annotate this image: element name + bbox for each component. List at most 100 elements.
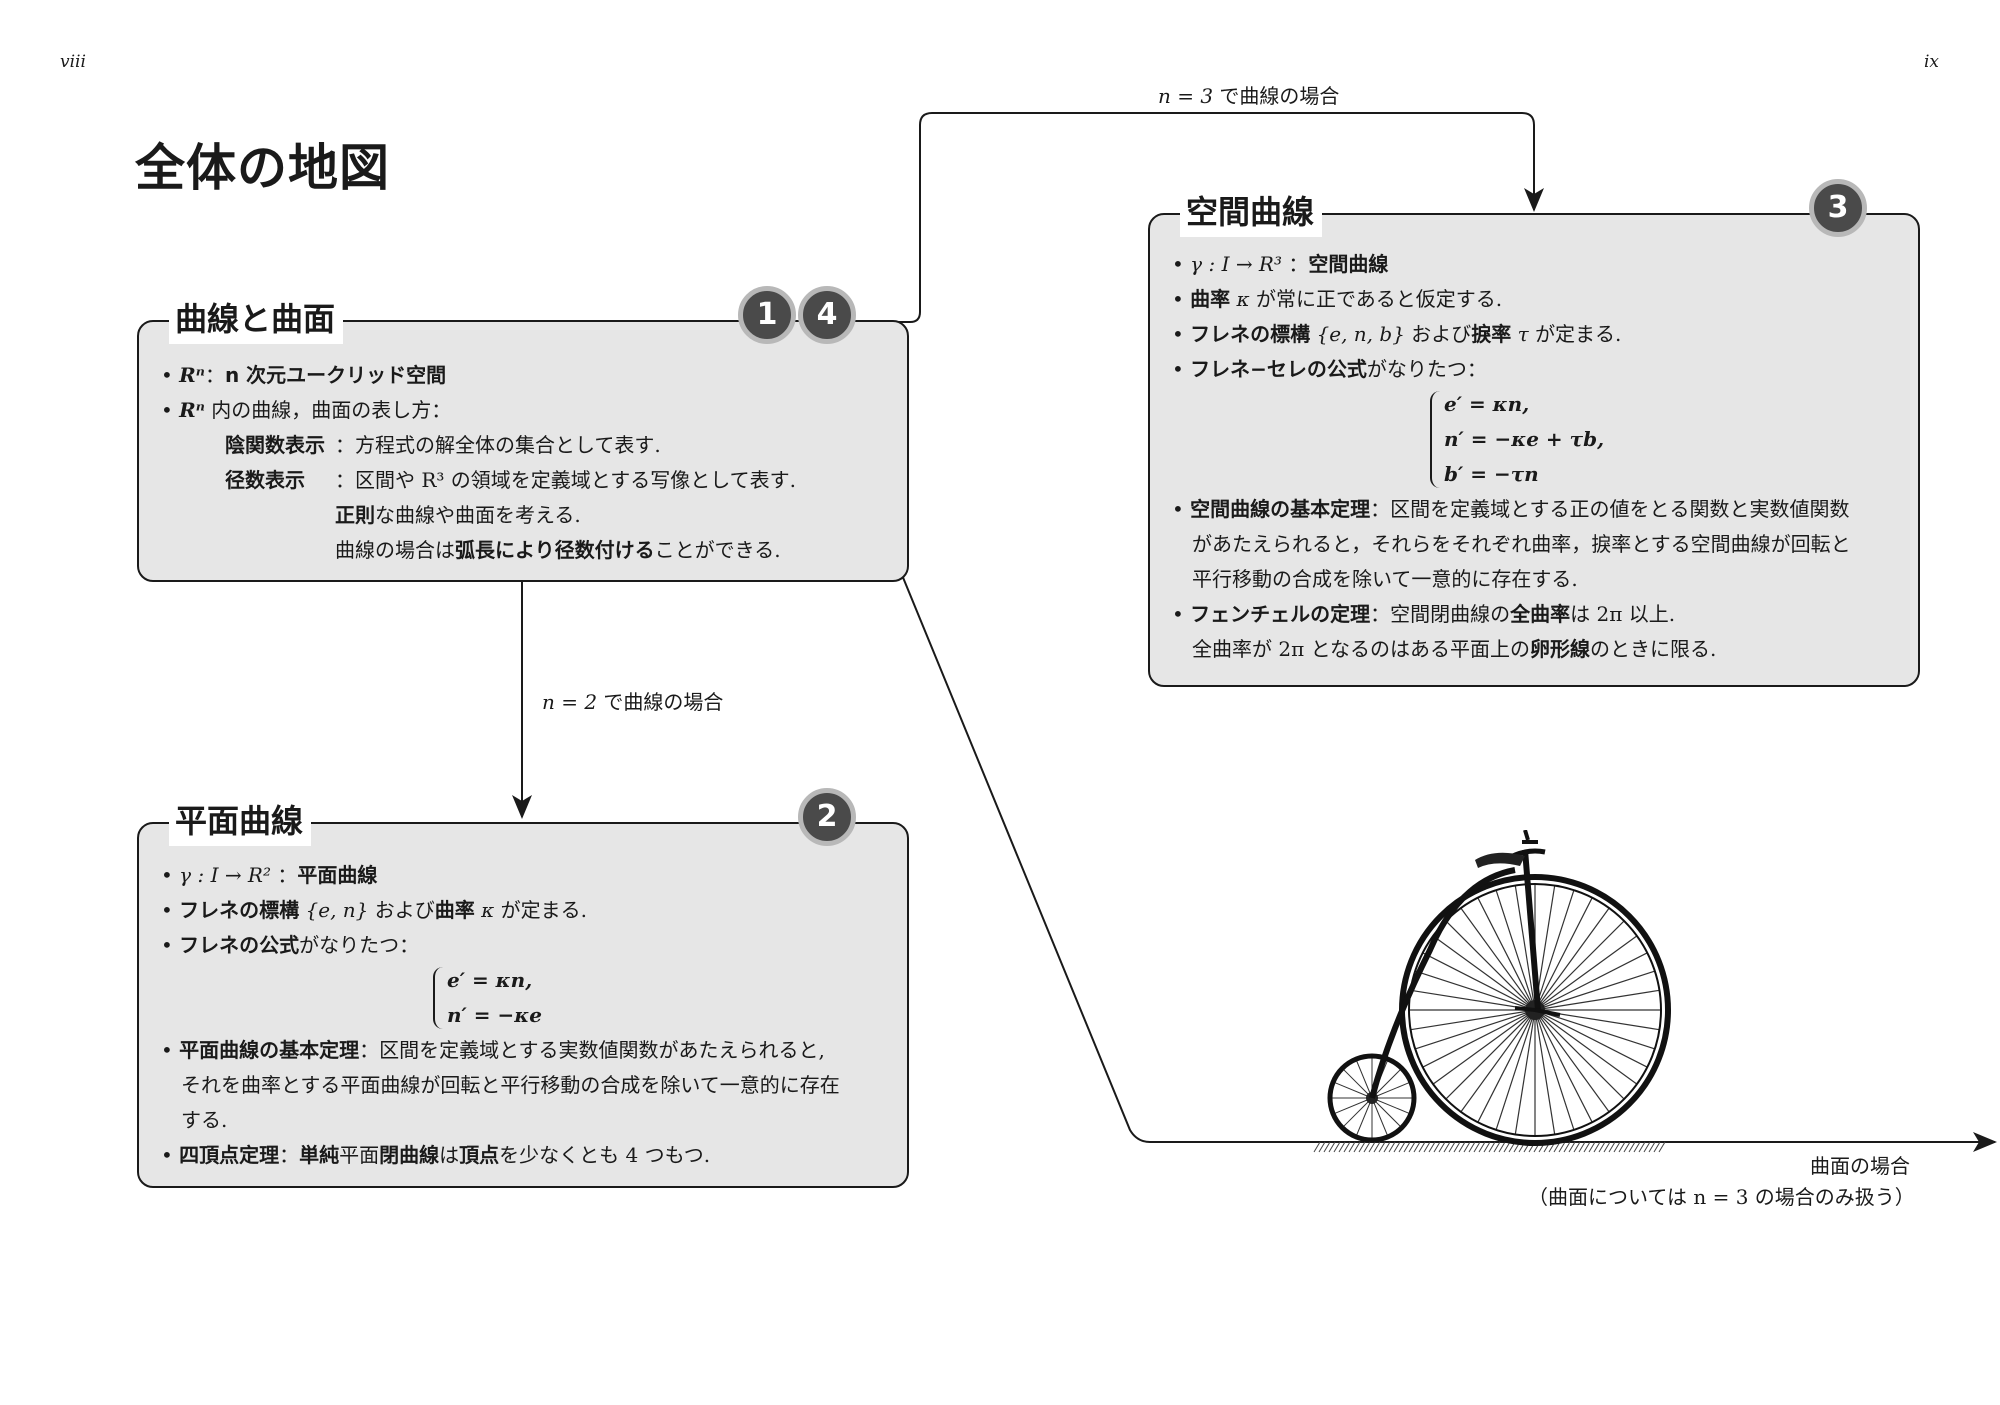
box-title: 曲線と曲面 [169,294,344,344]
spoke [1432,1009,1536,1085]
ground-hatch [1323,1141,1331,1153]
ground-hatch [1628,1141,1636,1153]
edge-surface-line [901,574,1997,1152]
spoke [1371,1082,1410,1099]
brace-icon [433,967,445,1029]
spoke [1534,952,1648,1011]
ground-hatch [1343,1141,1351,1153]
ground-hatch [1358,1141,1366,1153]
ground-hatch [1413,1141,1421,1153]
chapter-badge-4: 4 [798,286,856,344]
parametric-representation: 径数表示：区間や R³ の領域を定義域とする写像として表す. [225,468,796,492]
spoke [1514,885,1536,1011]
ground-hatch [1643,1141,1651,1153]
list-item: • 曲率 κ が常に正であると仮定する. [1172,287,1503,311]
ground-hatch [1328,1141,1336,1153]
ground-hatch [1368,1141,1376,1153]
spoke [1534,1009,1556,1135]
list-item: • 平面曲線の基本定理：区間を定義域とする実数値関数があたえられると, [161,1038,825,1062]
spoke [1534,897,1593,1011]
list-item: • γ : I → R² ：平面曲線 [161,863,378,887]
ground-hatch [1428,1141,1436,1153]
spoke [1343,1097,1373,1127]
equation: n′ = −κe + τb, [1444,427,1605,451]
list-item: • 空間曲線の基本定理：区間を定義域とする正の値をとる関数と実数値関数 [1172,497,1850,521]
ground-hatch [1618,1141,1626,1153]
ground-hatch [1468,1141,1476,1153]
spoke [1534,1009,1610,1113]
spoke [1460,907,1536,1011]
spoke [1410,989,1536,1011]
arclength-note: 曲線の場合は弧長により径数付けることができる. [335,538,781,562]
ground-hatch [1408,1141,1416,1153]
spoke [1371,1097,1388,1136]
ground-hatch [1383,1141,1391,1153]
ground-hatch [1398,1141,1406,1153]
frenet-equations: e′ = κn, n′ = −κe [433,963,647,1033]
spoke [1445,920,1536,1011]
ground-hatch [1448,1141,1456,1153]
ground-hatch [1633,1141,1641,1153]
edge-label-n2: n = 2 で曲線の場合 [542,690,724,714]
spoke [1477,897,1536,1011]
list-item-continuation: それを曲率とする平面曲線が回転と平行移動の合成を除いて一意的に存在 [181,1073,840,1097]
spoke [1445,1009,1536,1100]
ground-hatch [1598,1141,1606,1153]
implicit-representation: 陰関数表示：方程式の解全体の集合として表す. [225,433,661,457]
ground-hatch [1443,1141,1451,1153]
spoke [1371,1097,1401,1127]
ground-hatch [1433,1141,1441,1153]
spoke [1422,1009,1536,1068]
spoke [1534,1009,1625,1100]
spoke [1534,989,1660,1011]
spoke [1534,1009,1575,1130]
ground-hatch [1558,1141,1566,1153]
ground-hatch [1498,1141,1506,1153]
equation: e′ = κn, [1444,392,1530,416]
spoke [1534,890,1575,1011]
spoke [1514,1009,1536,1135]
ground-hatch [1623,1141,1631,1153]
ground-hatch [1478,1141,1486,1153]
list-item: • フレネの標構 {e, n, b} および捩率 τ が定まる. [1172,322,1622,346]
edge-n3-line [897,112,1544,323]
ground-hatch [1608,1141,1616,1153]
spoke [1534,970,1655,1011]
ground-hatch [1388,1141,1396,1153]
ground-hatch [1453,1141,1461,1153]
spoke [1356,1060,1373,1099]
ground-hatch [1333,1141,1341,1153]
chapter-badge-2: 2 [798,788,856,846]
ground-hatch [1648,1141,1656,1153]
ground-hatch [1353,1141,1361,1153]
spoke [1534,935,1638,1011]
spoke [1460,1009,1536,1113]
regular-note: 正則な曲線や曲面を考える. [335,503,581,527]
spoke [1477,1009,1536,1123]
curves-surfaces-box: 曲線と曲面 1 4 • Rⁿ：n 次元ユークリッド空間 • Rⁿ 内の曲線，曲面… [137,286,909,582]
penny-farthing-bicycle-icon [1313,830,1671,1153]
spoke [1534,1009,1593,1123]
plane-curves-box: 平面曲線 2 • γ : I → R² ：平面曲線 • フレネの標構 {e, n… [137,788,909,1188]
spoke [1410,1009,1536,1031]
chapter-badge-1: 1 [738,286,796,344]
list-item-continuation: があたえられると，それらをそれぞれ曲率，捩率とする空間曲線が回転と [1192,532,1851,556]
ground-hatch [1318,1141,1326,1153]
ground-hatch [1378,1141,1386,1153]
chapter-badge-3: 3 [1809,179,1867,237]
equation: n′ = −κe [447,1003,542,1027]
ground-hatch [1593,1141,1601,1153]
equation: e′ = κn, [447,968,533,992]
box-title: 空間曲線 [1180,187,1323,237]
ground-hatch [1348,1141,1356,1153]
edge-label-surface: 曲面の場合 [1810,1154,1910,1178]
spoke [1343,1069,1373,1099]
ground-hatch [1463,1141,1471,1153]
spoke [1534,1009,1648,1068]
spoke [1432,935,1536,1011]
page-number-left: viii [60,52,86,72]
ground-hatch [1653,1141,1661,1153]
spoke [1495,1009,1536,1130]
ground-hatch [1573,1141,1581,1153]
list-item: • フレネの公式がなりたつ： [161,933,420,957]
